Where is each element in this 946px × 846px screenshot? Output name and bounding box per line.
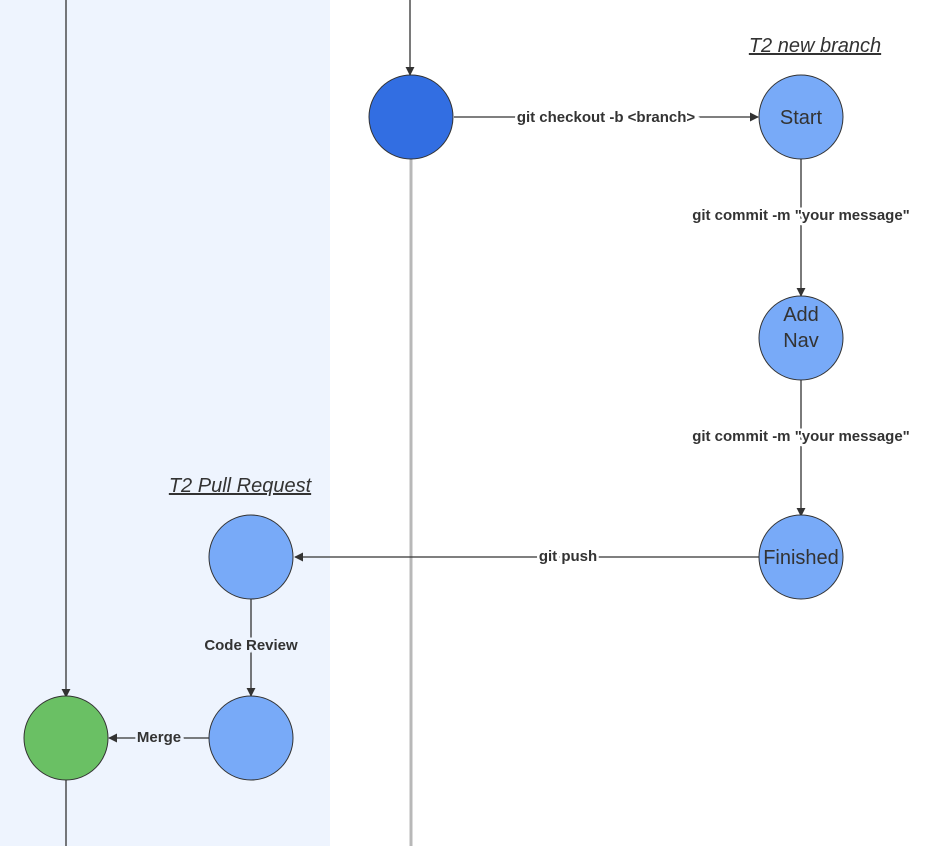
merge-edge-label: Merge — [137, 729, 181, 746]
finished-node-label: Finished — [763, 547, 839, 569]
start-node[interactable] — [758, 74, 844, 160]
code-review-node[interactable] — [208, 695, 294, 781]
checkout-edge-label: git checkout -b <branch> — [517, 109, 696, 126]
commit-edge-label-1: git commit -m "your message" — [692, 207, 910, 224]
main-merge-node[interactable] — [23, 695, 109, 781]
add-nav-node-label-line1: Add — [783, 304, 819, 326]
add-nav-node[interactable] — [758, 295, 844, 381]
pull-request-title: T2 Pull Request — [169, 475, 313, 497]
add-nav-node-label-line2: Nav — [783, 330, 819, 352]
commit-edge-label-2: git commit -m "your message" — [692, 428, 910, 445]
finished-node[interactable] — [758, 514, 844, 600]
develop-commit-node[interactable] — [368, 74, 454, 160]
code-review-edge-label: Code Review — [204, 637, 298, 654]
pull-request-node[interactable] — [208, 514, 294, 600]
feature-branch-title: T2 new branch — [749, 35, 881, 57]
start-node-label: Start — [780, 107, 823, 129]
push-edge-label: git push — [539, 548, 597, 565]
